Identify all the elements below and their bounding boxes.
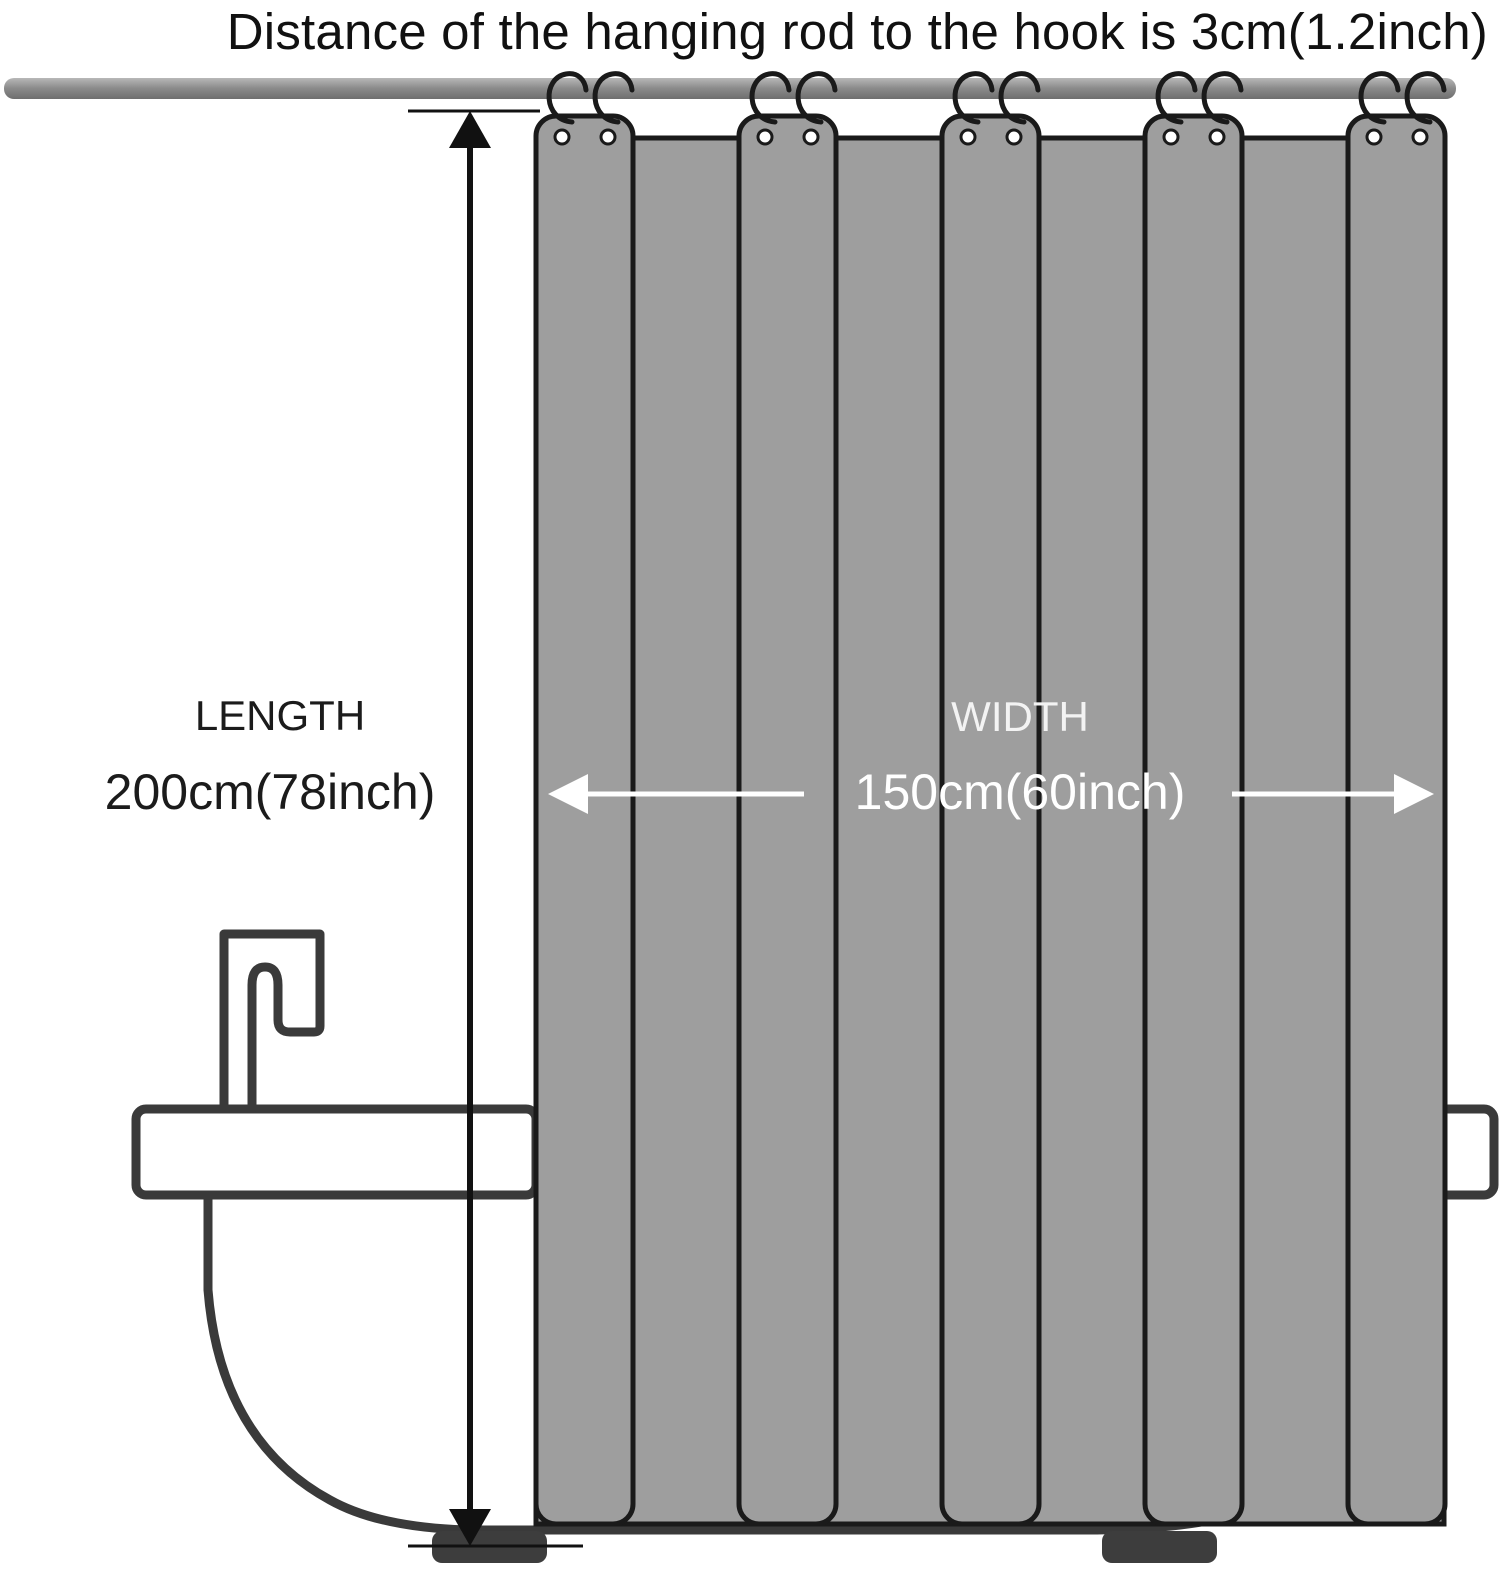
- dimension-arrow-icon: [408, 109, 583, 1548]
- curtain-panel: [533, 113, 636, 1527]
- curtain-panel: [1142, 113, 1245, 1527]
- length-value: 200cm(78inch): [104, 764, 436, 820]
- tub-rim-left: [131, 1104, 541, 1200]
- length-label: LENGTH: [194, 692, 366, 739]
- curtain-panel: [736, 113, 839, 1527]
- width-value: 150cm(60inch): [854, 764, 1186, 820]
- curtain-grommets: [553, 128, 1429, 146]
- shower-rod-icon: [4, 78, 1456, 99]
- curtain-panel: [1345, 113, 1448, 1527]
- curtain-panel: [939, 113, 1042, 1527]
- tub-foot-right: [1102, 1531, 1217, 1563]
- width-dimension-arrow: [548, 774, 1434, 814]
- curtain-panel-icon: [533, 113, 1448, 1527]
- width-label: WIDTH: [951, 693, 1089, 740]
- curtain-folds: [635, 140, 1351, 1520]
- curtain-ring-icon: [546, 71, 1447, 125]
- faucet-icon: [219, 929, 325, 1114]
- headline-text: Distance of the hanging rod to the hook …: [226, 3, 1488, 60]
